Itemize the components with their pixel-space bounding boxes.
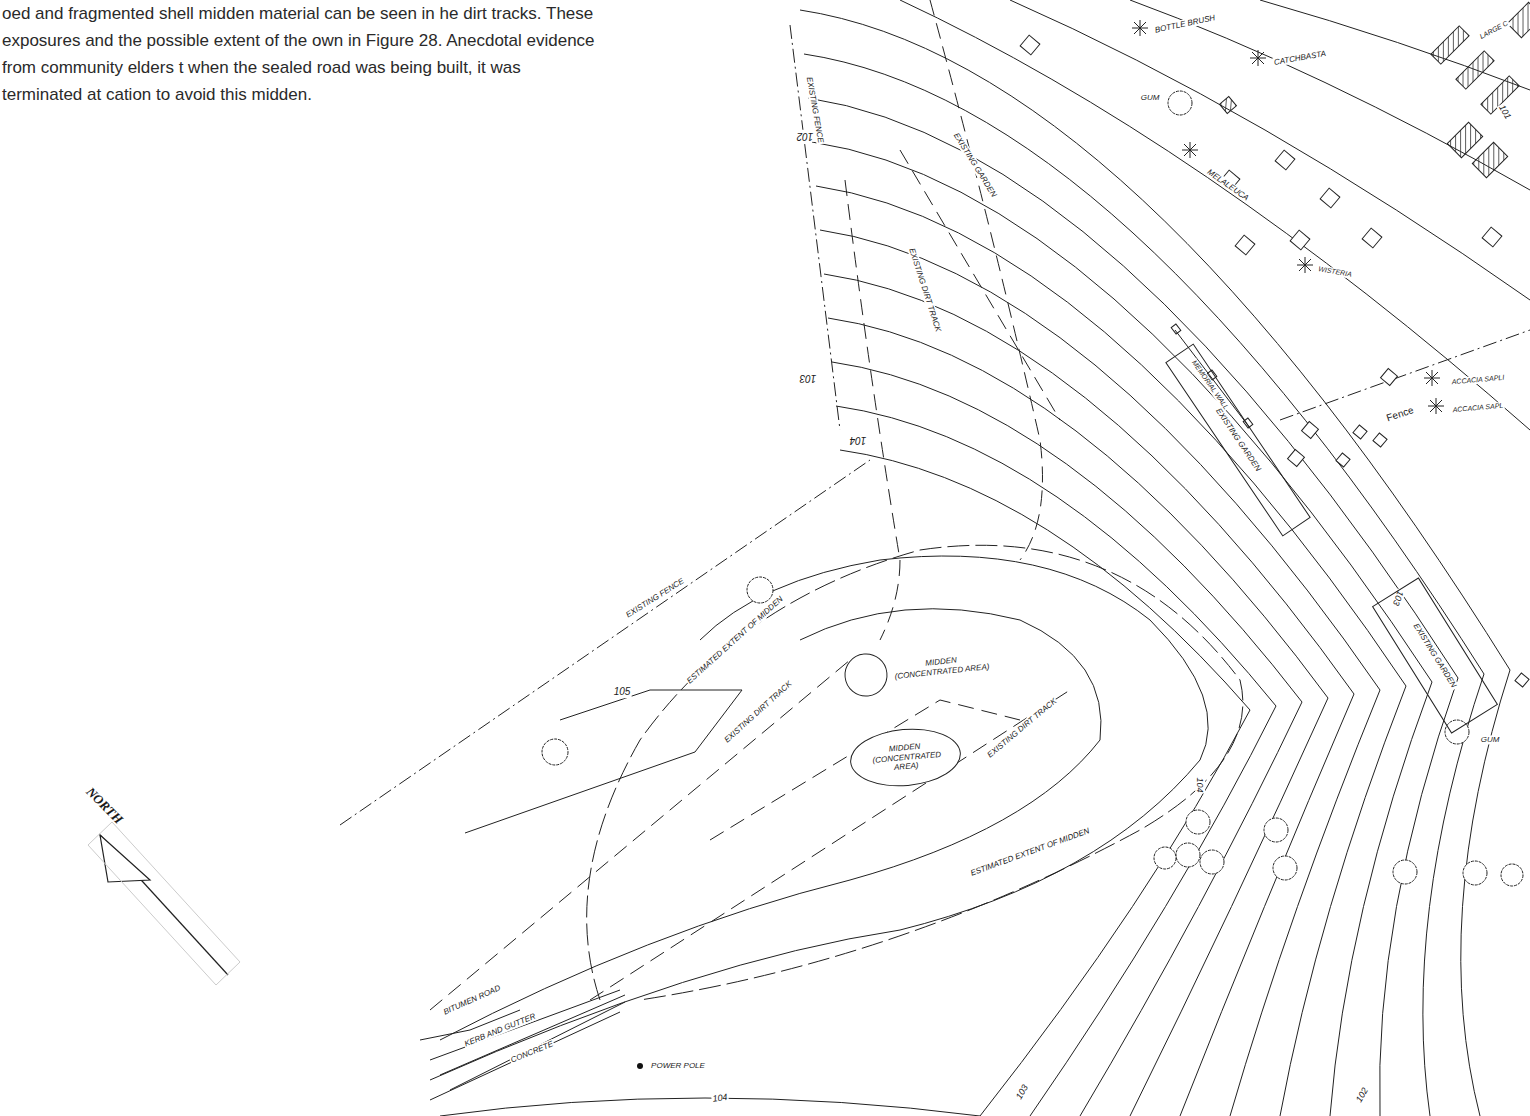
power-pole — [637, 1063, 643, 1069]
midden-circle-outline — [843, 652, 889, 698]
plan-label: WISTERIA — [1317, 265, 1354, 279]
plan-label: CONCRETE — [509, 1039, 556, 1065]
plan-label: GUM — [1480, 735, 1501, 744]
plan-label: EXISTING DIRT TRACK — [907, 246, 943, 334]
contour-value: 104 — [849, 434, 868, 446]
plan-label: ESTIMATED EXTENT OF MIDDEN — [684, 594, 785, 686]
memorial-wall — [1171, 324, 1253, 428]
plan-label: Fence — [1384, 404, 1416, 424]
garden-area: EXISTING GARDEN — [1165, 343, 1311, 536]
trees — [542, 91, 1523, 886]
plan-label: BITUMEN ROAD — [441, 983, 503, 1017]
area-label: EXISTING GARDEN — [1212, 405, 1263, 475]
plan-label: GUM — [1140, 93, 1161, 102]
fence-lines — [340, 25, 1530, 825]
contour-lines — [430, 0, 1530, 1116]
area-label: MIDDEN (CONCENTRATED AREA) — [891, 652, 992, 682]
midden-circle — [842, 651, 890, 699]
plan-label: EXISTING GARDEN — [951, 130, 999, 199]
plan-label: CATCHBASTA — [1272, 49, 1327, 68]
contour-value: 104 — [1195, 776, 1205, 793]
contour-value: 102 — [1353, 1085, 1370, 1105]
contour-value: 101 — [1496, 102, 1513, 122]
plan-label: NORTH — [82, 784, 126, 828]
plan-label: ESTIMATED EXTENT OF MIDDEN — [968, 826, 1091, 878]
contour-value: 103 — [799, 372, 818, 384]
contour-value: 104 — [711, 1092, 729, 1105]
contour-value: 105 — [613, 686, 632, 698]
plan-label: KERB AND GUTTER — [462, 1011, 538, 1049]
plan-label: EXISTING FENCE — [623, 576, 686, 620]
shrubs — [1132, 20, 1444, 414]
small-structures — [1020, 35, 1529, 687]
plan-label: ACCACIA SAPLI — [1450, 374, 1505, 387]
label-wrap: MIDDEN (CONCENTRATED AREA) — [891, 652, 992, 682]
buildings — [1220, 2, 1530, 177]
midden-area: MIDDEN (CONCENTRATED AREA) — [847, 725, 963, 792]
contour-value: 103 — [1013, 1082, 1030, 1102]
plan-label: EXISTING DIRT TRACK — [985, 696, 1059, 761]
area-label: MIDDEN (CONCENTRATED AREA) — [871, 741, 939, 775]
area-label: EXISTING GARDEN — [1410, 619, 1459, 690]
plan-label: BOTTLE BRUSH — [1153, 13, 1217, 35]
plan-label: MEMORIAL WALL — [1189, 358, 1230, 412]
plan-label: ACCACIA SAPL — [1451, 402, 1504, 415]
plan-label: POWER POLE — [650, 1061, 706, 1070]
north-arrow — [88, 822, 240, 985]
contour-value: 102 — [796, 130, 815, 142]
plan-label: LARGE C — [1478, 19, 1511, 41]
midden-extent — [587, 545, 1243, 1000]
plan-label: MELALEUCA — [1205, 167, 1252, 203]
garden-area: EXISTING GARDEN — [1372, 577, 1498, 733]
body-paragraph: oed and fragmented shell midden material… — [2, 0, 602, 108]
plan-label: EXISTING DIRT TRACK — [722, 679, 795, 746]
contour-value: 103 — [1390, 588, 1406, 608]
dirt-tracks — [430, 0, 1070, 1010]
midden-area: MIDDEN (CONCENTRATED AREA) — [842, 640, 994, 699]
